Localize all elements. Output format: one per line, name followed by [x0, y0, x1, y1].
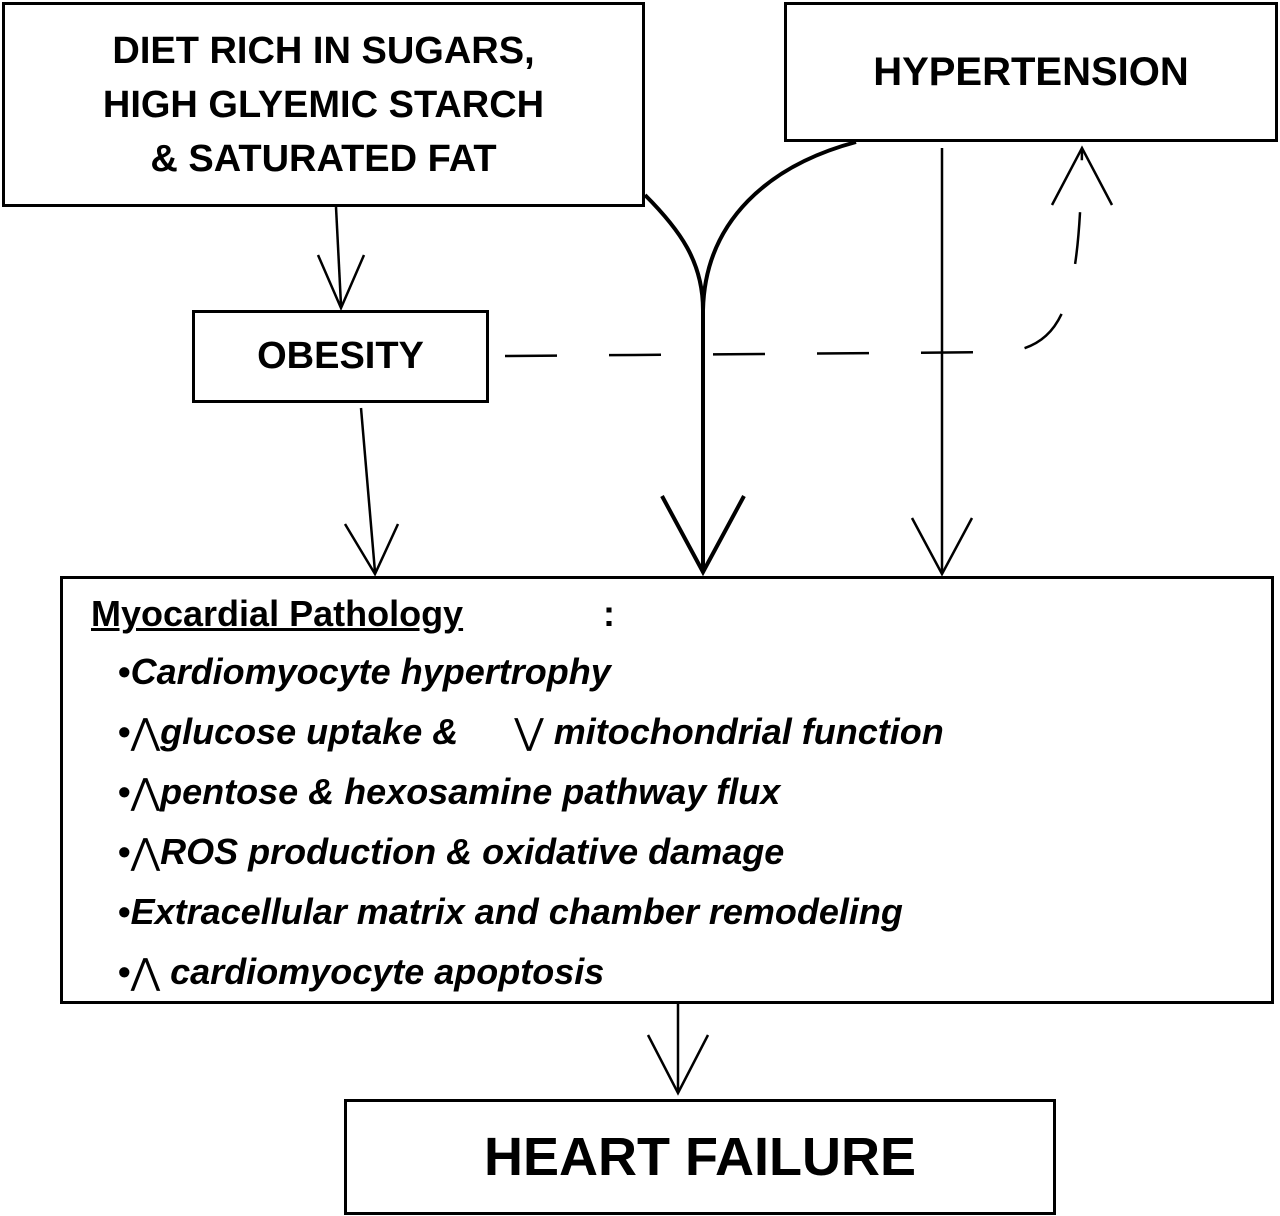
arrowhead-obesity-to-hypertension	[1050, 145, 1114, 206]
up-arrow-icon: ⋀	[130, 831, 161, 872]
arrowhead-obesity-to-pathology	[343, 523, 400, 577]
pathology-item-hypertrophy: •Cardiomyocyte hypertrophy	[118, 651, 611, 693]
hypertension-label: HYPERTENSION	[873, 49, 1189, 94]
diet-line-2: HIGH GLYEMIC STARCH	[102, 83, 545, 126]
pathology-title: Myocardial Pathology:	[91, 593, 615, 635]
arrowhead-pathology-to-heart-failure	[646, 1034, 710, 1096]
diet-line-1: DIET RICH IN SUGARS,	[112, 29, 535, 72]
item-text: cardiomyocyte apoptosis	[160, 951, 605, 992]
arrow-diet-to-obesity	[334, 206, 343, 306]
pathology-item-glucose-mito: •⋀glucose uptake & ⋁ mitochondrial functi…	[118, 711, 944, 753]
item-text: pentose & hexosamine pathway flux	[160, 771, 781, 812]
down-arrow-icon: ⋁	[514, 711, 544, 752]
pathology-item-ros: •⋀ROS production & oxidative damage	[118, 831, 784, 873]
pathology-title-text: Myocardial Pathology	[91, 593, 464, 634]
heart-failure-label: HEART FAILURE	[484, 1127, 916, 1187]
curve-hypertension-branch	[701, 140, 857, 311]
pathology-item-ecm: •Extracellular matrix and chamber remode…	[118, 891, 903, 933]
up-arrow-icon: ⋀	[130, 711, 161, 752]
heart-failure-box: HEART FAILURE	[344, 1099, 1056, 1215]
obesity-box: OBESITY	[192, 310, 489, 403]
arrowhead-diet-to-obesity	[316, 254, 366, 312]
bullet: •	[118, 891, 131, 932]
pathology-title-colon: :	[603, 593, 615, 634]
pathology-item-apoptosis: •⋀ cardiomyocyte apoptosis	[118, 951, 604, 993]
diet-box: DIET RICH IN SUGARS, HIGH GLYEMIC STARCH…	[2, 2, 645, 207]
arrowhead-hypertension-to-pathology	[910, 517, 974, 577]
diet-line-3: & SATURATED FAT	[150, 137, 497, 180]
arrowhead-combined-to-pathology	[660, 495, 746, 577]
item-text: Cardiomyocyte hypertrophy	[130, 651, 611, 692]
item-text: ROS production & oxidative damage	[160, 831, 785, 872]
pathology-item-pentose: •⋀pentose & hexosamine pathway flux	[118, 771, 780, 813]
hypertension-box: HYPERTENSION	[784, 2, 1278, 142]
pathology-box: Myocardial Pathology: •Cardiomyocyte hyp…	[60, 576, 1274, 1004]
up-arrow-icon: ⋀	[130, 771, 161, 812]
item-text: glucose uptake &	[160, 711, 459, 752]
bullet: •	[118, 831, 131, 872]
up-arrow-icon: ⋀	[130, 951, 161, 992]
bullet: •	[118, 711, 131, 752]
curve-diet-branch	[643, 193, 705, 311]
bullet: •	[118, 771, 131, 812]
bullet: •	[118, 651, 131, 692]
obesity-label: OBESITY	[257, 335, 424, 377]
item-text: Extracellular matrix and chamber remodel…	[130, 891, 903, 932]
arrow-obesity-to-pathology	[359, 407, 377, 573]
item-text-2: mitochondrial function	[553, 711, 944, 752]
bullet: •	[118, 951, 131, 992]
